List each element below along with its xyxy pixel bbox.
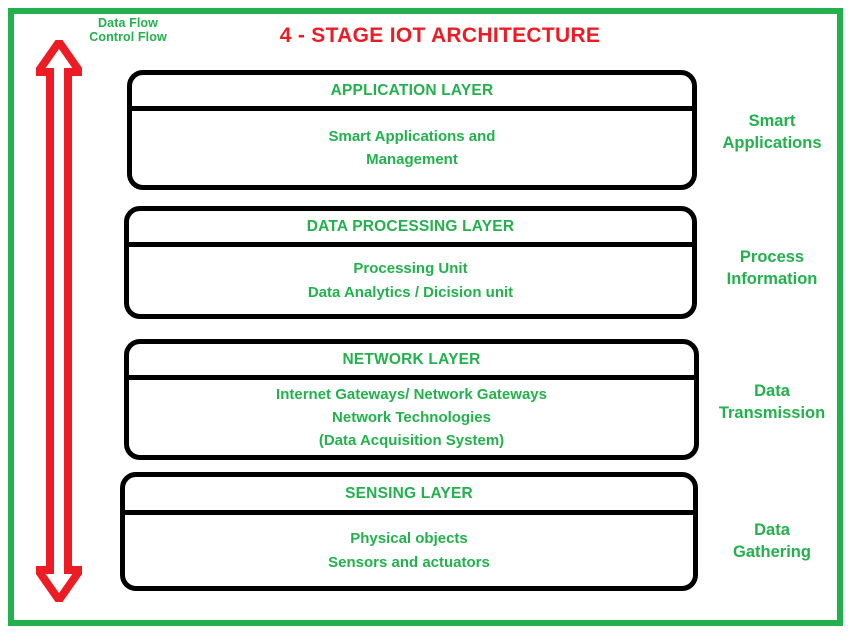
layer-box-data-processing[interactable]: DATA PROCESSING LAYER Processing Unit Da… xyxy=(124,206,697,319)
layer-title-application: APPLICATION LAYER xyxy=(132,75,692,111)
layer-body-line: Physical objects xyxy=(350,530,468,548)
role-label-line: Data xyxy=(754,382,790,400)
layer-title-data-processing: DATA PROCESSING LAYER xyxy=(129,211,692,247)
layer-box-application[interactable]: APPLICATION LAYER Smart Applications and… xyxy=(127,70,697,190)
layer-body-data-processing: Processing Unit Data Analytics / Dicisio… xyxy=(129,247,692,314)
role-label-line: Information xyxy=(726,270,818,289)
flow-legend-data-flow-label: Data Flow xyxy=(98,16,158,30)
flow-legend: Data Flow Control Flow xyxy=(72,16,184,45)
layer-box-sensing[interactable]: SENSING LAYER Physical objects Sensors a… xyxy=(120,472,698,591)
role-label-line: Process xyxy=(739,248,805,266)
data-control-flow-arrow xyxy=(36,40,82,602)
layer-body-line: Smart Applications and xyxy=(328,127,496,145)
layer-body-line: Sensors and actuators xyxy=(328,553,490,571)
layer-body-line: Internet Gateways/ Network Gateways xyxy=(276,385,547,403)
role-label-data-transmission: Data Transmission xyxy=(709,380,835,425)
role-label-line: Data xyxy=(754,521,790,539)
role-label-line: Transmission xyxy=(718,404,826,423)
role-label-data-gathering: Data Gathering xyxy=(709,519,835,564)
layer-body-line: (Data Acquisition System) xyxy=(318,432,505,450)
role-label-process-information: Process Information xyxy=(709,246,835,291)
layer-body-line: Network Technologies xyxy=(332,408,491,426)
outer-green-frame xyxy=(8,8,843,626)
layer-title-sensing: SENSING LAYER xyxy=(125,477,693,515)
role-label-smart-applications: Smart Applications xyxy=(709,110,835,155)
role-label-line: Applications xyxy=(722,134,822,153)
layer-body-line: Management xyxy=(366,151,458,168)
role-label-line: Gathering xyxy=(733,543,811,562)
layer-body-line: Data Analytics / Dicision unit xyxy=(307,283,514,301)
layer-body-application: Smart Applications and Management xyxy=(132,111,692,185)
layer-body-line: Processing Unit xyxy=(353,260,468,278)
page-title: 4 - STAGE IOT ARCHITECTURE xyxy=(279,24,601,47)
bidirectional-arrow-shape xyxy=(36,40,82,602)
layer-body-network: Internet Gateways/ Network Gateways Netw… xyxy=(129,380,694,455)
role-label-line: Smart xyxy=(748,112,796,130)
layer-body-sensing: Physical objects Sensors and actuators xyxy=(125,515,693,586)
layer-title-network: NETWORK LAYER xyxy=(129,344,694,380)
flow-legend-control-flow-label: Control Flow xyxy=(89,30,167,45)
layer-box-network[interactable]: NETWORK LAYER Internet Gateways/ Network… xyxy=(124,339,699,460)
